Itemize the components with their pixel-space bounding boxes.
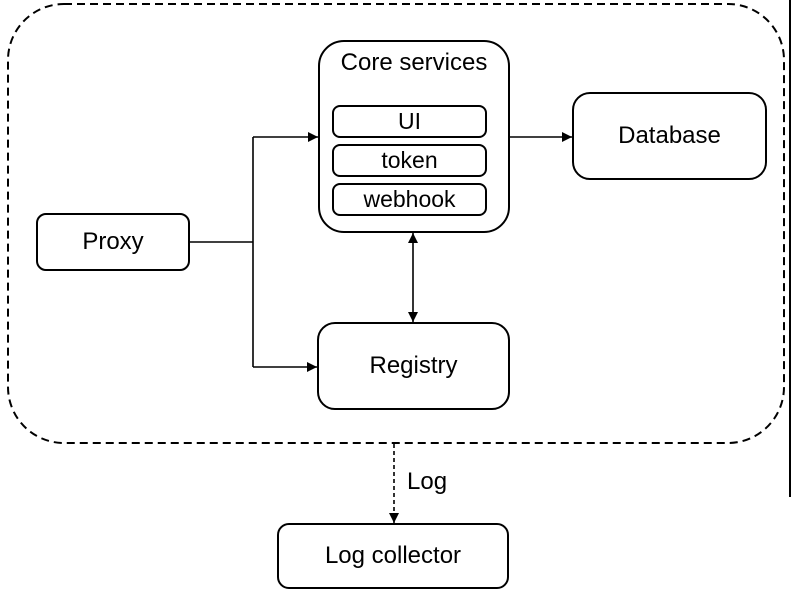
node-registry: Registry: [317, 322, 510, 410]
node-webhook-label: webhook: [363, 186, 456, 212]
node-webhook: webhook: [332, 183, 487, 216]
node-token: token: [332, 144, 487, 177]
node-log-collector-label: Log collector: [324, 542, 462, 569]
node-token-label: token: [381, 147, 438, 173]
node-core-services-title: Core services: [340, 49, 488, 76]
node-database: Database: [572, 92, 767, 180]
node-core-services: Core services UI token webhook: [318, 40, 510, 233]
node-proxy-label: Proxy: [82, 228, 144, 255]
node-proxy: Proxy: [36, 213, 190, 271]
node-registry-label: Registry: [369, 352, 458, 379]
node-log-collector: Log collector: [277, 523, 509, 589]
node-database-label: Database: [618, 122, 721, 149]
node-ui-label: UI: [398, 108, 421, 134]
system-boundary: [7, 3, 785, 444]
edge-label-log: Log: [407, 468, 448, 496]
node-ui: UI: [332, 105, 487, 138]
